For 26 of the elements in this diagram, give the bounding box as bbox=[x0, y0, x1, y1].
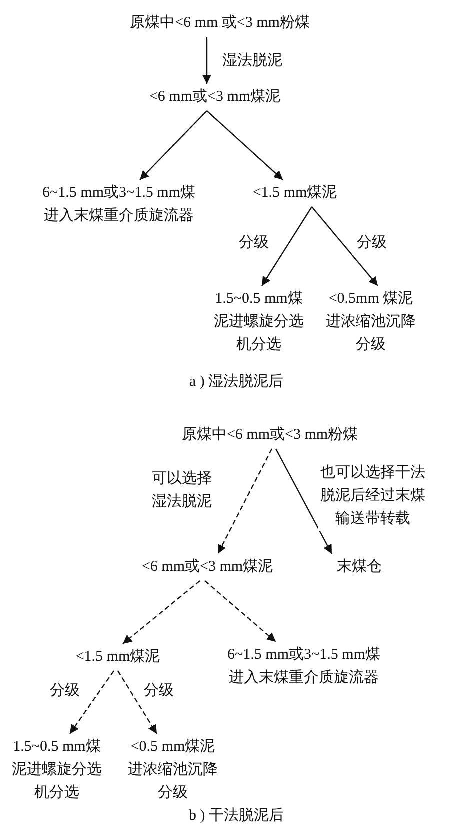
arrow bbox=[117, 670, 158, 734]
arrow bbox=[140, 110, 208, 180]
node-text: 6~1.5 mm或3~1.5 mm煤进入末煤重介质旋流器 bbox=[225, 644, 383, 690]
arrow bbox=[202, 37, 212, 84]
node-text: <6 mm或<3 mm煤泥 bbox=[110, 86, 320, 109]
arrow bbox=[262, 206, 312, 286]
node-text: 原煤中<6 mm或<3 mm粉煤 bbox=[120, 424, 420, 447]
node-text: <1.5 mm煤泥 bbox=[48, 646, 188, 669]
node-text: <0.5mm 煤泥进浓缩池沉降分级 bbox=[322, 288, 420, 357]
arrow bbox=[312, 206, 378, 286]
node-text: 原煤中<6 mm 或<3 mm粉煤 bbox=[100, 12, 340, 35]
arrow bbox=[206, 110, 284, 180]
node-text: 末煤仓 bbox=[322, 556, 397, 579]
node-text: <6 mm或<3 mm煤泥 bbox=[100, 556, 315, 579]
arrow bbox=[70, 670, 114, 734]
arrow bbox=[204, 580, 276, 642]
node-text: <1.5 mm煤泥 bbox=[232, 182, 358, 205]
edge-label: 也可以选择干法脱泥后经过末煤输送带转载 bbox=[318, 462, 428, 531]
node-text: 1.5~0.5 mm煤泥进螺旋分选机分选 bbox=[210, 288, 308, 357]
arrow bbox=[275, 448, 333, 554]
subfigure-caption: b ) 干法脱泥后 bbox=[188, 806, 285, 825]
node-text: 6~1.5 mm或3~1.5 mm煤进入末煤重介质旋流器 bbox=[40, 182, 198, 228]
subfigure-caption: a ) 湿法脱泥后 bbox=[188, 372, 285, 391]
arrow bbox=[217, 448, 273, 554]
arrow bbox=[122, 580, 200, 644]
node-text: 1.5~0.5 mm煤泥进螺旋分选机分选 bbox=[8, 736, 106, 805]
